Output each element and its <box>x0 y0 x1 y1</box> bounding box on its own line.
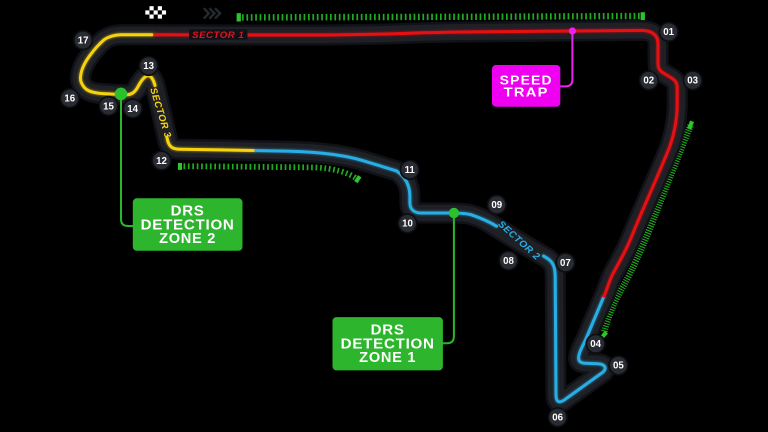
svg-text:12: 12 <box>156 156 167 167</box>
svg-text:15: 15 <box>103 101 114 112</box>
svg-text:03: 03 <box>687 76 698 87</box>
svg-text:DETECTION: DETECTION <box>341 336 435 352</box>
svg-text:09: 09 <box>491 200 502 211</box>
svg-text:ZONE 2: ZONE 2 <box>159 231 216 247</box>
svg-text:SPEED: SPEED <box>500 72 553 87</box>
svg-text:05: 05 <box>613 361 624 372</box>
svg-text:08: 08 <box>503 256 514 267</box>
svg-text:17: 17 <box>78 35 89 46</box>
svg-text:01: 01 <box>663 27 674 38</box>
svg-text:DRS: DRS <box>171 204 205 220</box>
svg-text:02: 02 <box>643 76 654 87</box>
svg-text:ZONE 1: ZONE 1 <box>359 350 416 366</box>
svg-text:04: 04 <box>590 339 601 350</box>
svg-text:06: 06 <box>552 413 563 424</box>
svg-text:10: 10 <box>402 219 413 230</box>
svg-text:SECTOR 1: SECTOR 1 <box>192 30 244 41</box>
svg-text:DRS: DRS <box>371 323 405 339</box>
svg-text:16: 16 <box>64 94 75 105</box>
svg-text:TRAP: TRAP <box>504 84 549 99</box>
svg-text:14: 14 <box>127 104 138 115</box>
svg-text:07: 07 <box>560 258 571 269</box>
svg-text:13: 13 <box>143 61 154 72</box>
svg-text:DETECTION: DETECTION <box>141 218 235 234</box>
svg-text:11: 11 <box>405 165 416 176</box>
